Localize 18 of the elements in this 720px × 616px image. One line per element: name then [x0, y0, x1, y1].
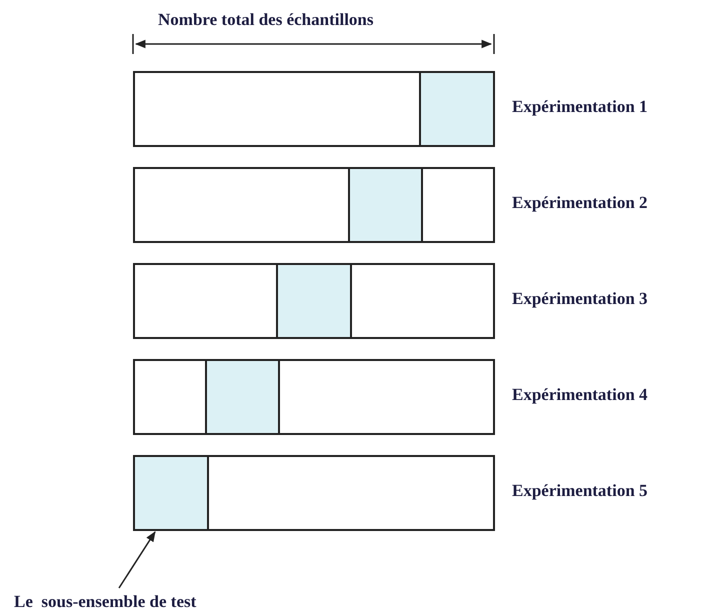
sample-bar	[133, 359, 495, 435]
test-fold-segment	[348, 167, 424, 243]
test-fold-segment	[133, 455, 209, 531]
leader-line	[118, 531, 156, 588]
experiment-label: Expérimentation 4	[512, 385, 648, 405]
experiment-label: Expérimentation 2	[512, 193, 648, 213]
sample-bar	[133, 263, 495, 339]
sample-bar	[133, 455, 495, 531]
test-fold-segment	[276, 263, 352, 339]
callout-text: Le sous-ensemble de test	[14, 592, 196, 612]
experiment-label: Expérimentation 1	[512, 97, 648, 117]
test-fold-segment	[419, 71, 495, 147]
sample-bar	[133, 167, 495, 243]
sample-bar	[133, 71, 495, 147]
dimension-label: Nombre total des échantillons	[158, 10, 374, 30]
test-fold-segment	[204, 359, 280, 435]
experiment-label: Expérimentation 5	[512, 481, 648, 501]
experiment-label: Expérimentation 3	[512, 289, 648, 309]
